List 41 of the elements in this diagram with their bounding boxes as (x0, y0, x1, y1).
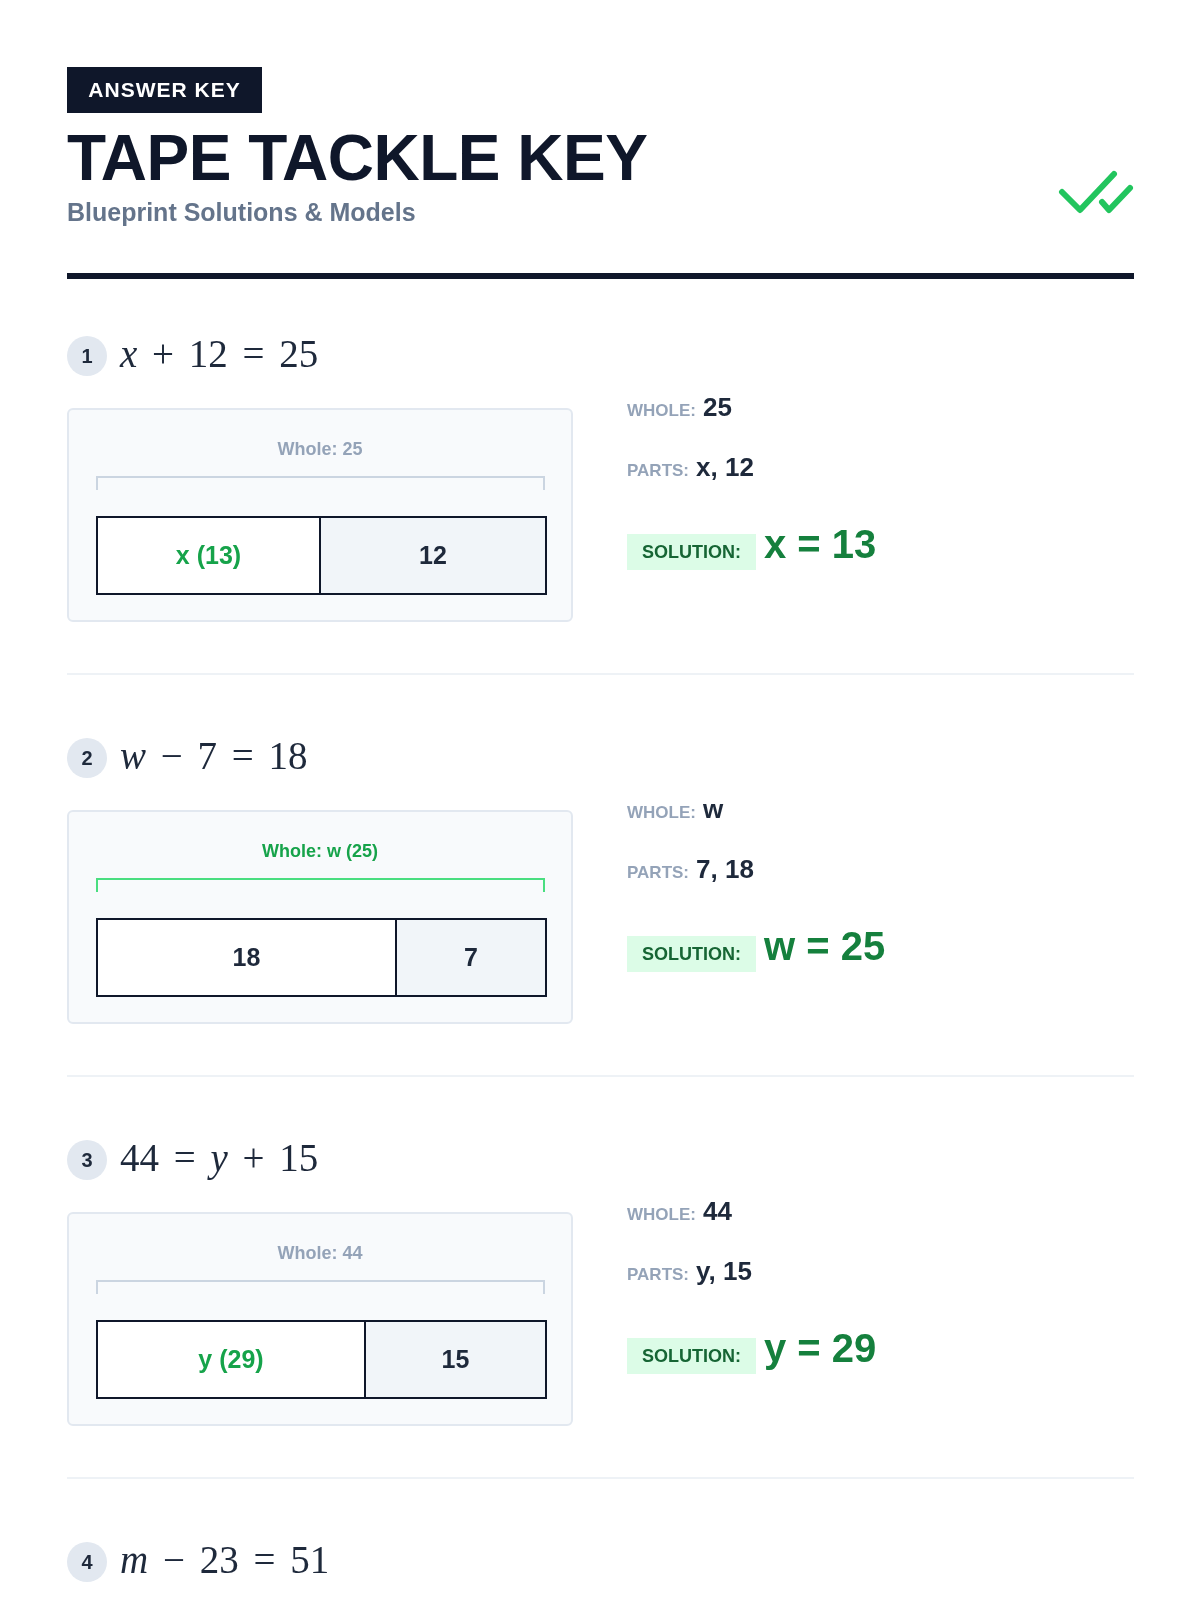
equation: x + 12 = 25 (120, 332, 319, 376)
parts-key: PARTS: (627, 461, 689, 481)
tape-segment: 12 (319, 516, 547, 595)
solution-value: x = 13 (764, 522, 877, 566)
answer-key-tag: ANSWER KEY (67, 67, 262, 113)
parts-value: 7, 18 (696, 854, 754, 884)
whole-value: w (702, 794, 724, 824)
whole-value: 44 (702, 1196, 732, 1226)
equation: m − 23 = 51 (120, 1538, 330, 1582)
page-title: TAPE TACKLE KEY (67, 123, 648, 193)
equation: 44 = y + 15 (120, 1136, 319, 1180)
whole-key: WHOLE: (627, 1205, 696, 1225)
tape-segment: 7 (395, 918, 547, 997)
tape-segment: y (29) (96, 1320, 366, 1399)
tape-segment: x (13) (96, 516, 321, 595)
problem-number: 3 (67, 1140, 107, 1180)
whole-value: 25 (702, 392, 732, 422)
parts-value: y, 15 (696, 1256, 752, 1286)
solution-tag: SOLUTION: (627, 534, 756, 570)
whole-label: Whole: 25 (276, 438, 364, 460)
problem-number: 2 (67, 738, 107, 778)
parts-key: PARTS: (627, 1265, 689, 1285)
solution-tag: SOLUTION: (627, 1338, 756, 1374)
problem-number: 4 (67, 1542, 107, 1582)
parts-key: PARTS: (627, 863, 689, 883)
tape-segment: 18 (96, 918, 397, 997)
problem-number: 1 (67, 336, 107, 376)
subtitle: Blueprint Solutions & Models (67, 197, 416, 227)
tape-diagram-panel (67, 810, 573, 1024)
whole-label: Whole: 44 (276, 1242, 364, 1264)
whole-key: WHOLE: (627, 803, 696, 823)
solution-value: w = 25 (764, 924, 886, 968)
equation: w − 7 = 18 (120, 734, 308, 778)
whole-label: Whole: w (25) (261, 840, 379, 862)
solution-tag: SOLUTION: (627, 936, 756, 972)
whole-key: WHOLE: (627, 401, 696, 421)
solution-value: y = 29 (764, 1326, 877, 1370)
tape-segment: 15 (364, 1320, 547, 1399)
tape-diagram-panel (67, 1212, 573, 1426)
parts-value: x, 12 (696, 452, 754, 482)
tape-diagram-panel (67, 408, 573, 622)
